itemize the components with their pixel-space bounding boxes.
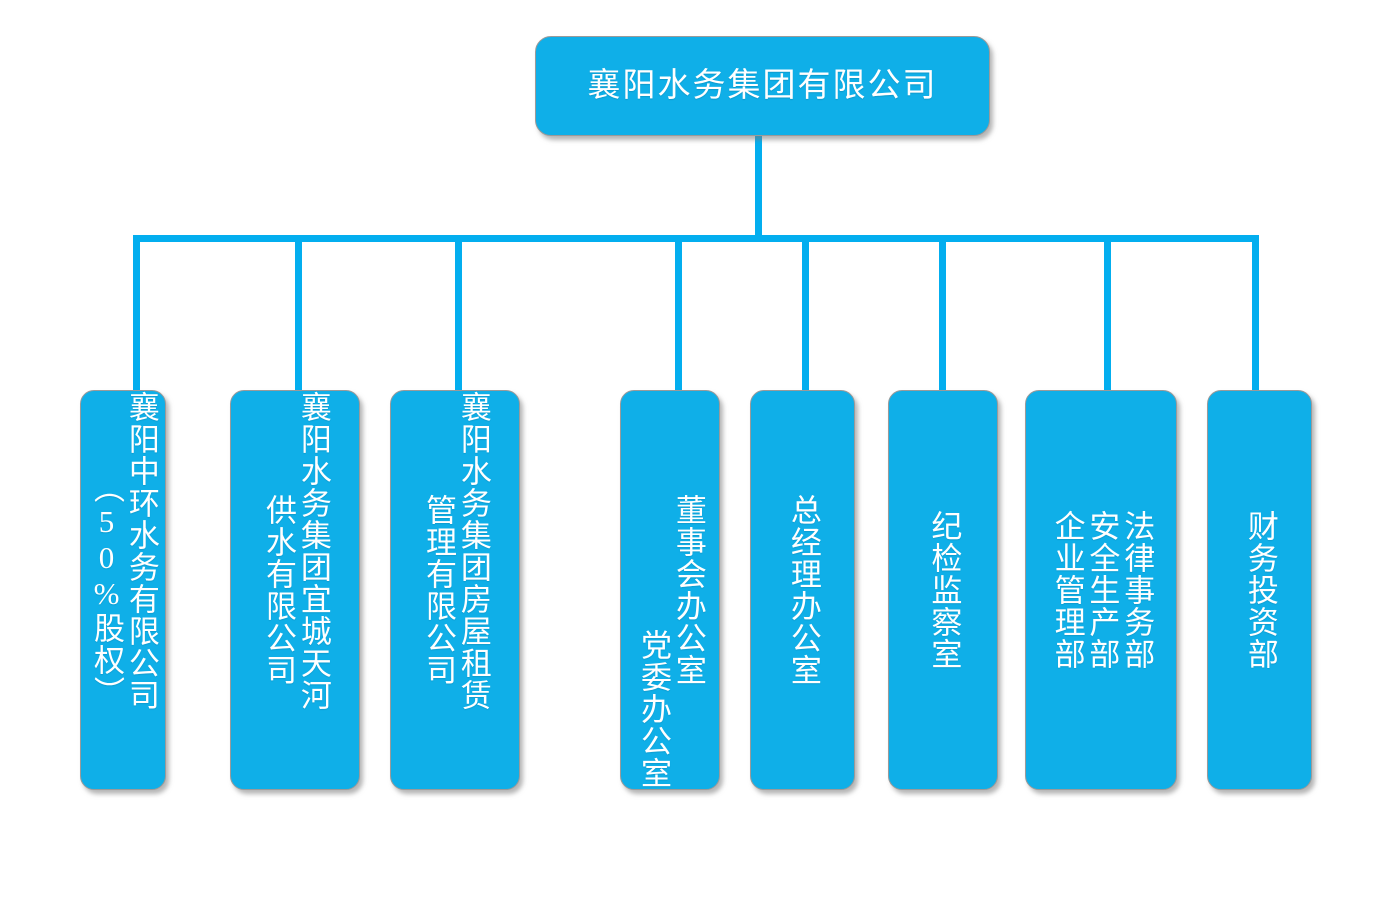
drop-connector-8 (1252, 235, 1259, 391)
drop-connector-5 (802, 235, 809, 391)
org-node-yicheng-tianhe[interactable]: 襄阳水务集团宜城天河 供水有限公司 (230, 390, 360, 790)
drop-connector-2 (295, 235, 302, 391)
org-node-dongshihui-dangwei[interactable]: 董事会办公室 党委办公室 (620, 390, 720, 790)
horizontal-bus-connector (133, 235, 1259, 242)
org-node-label-col: （50%股权） (89, 472, 124, 708)
org-node-label-col: 供水有限公司 (261, 494, 296, 686)
drop-connector-1 (133, 235, 140, 391)
org-node-label-col: 襄阳中环水务有限公司 (123, 391, 159, 711)
org-node-label-col: 襄阳水务集团宜城天河 (295, 391, 331, 711)
org-node-root-label: 襄阳水务集团有限公司 (587, 67, 938, 104)
root-stem-connector (755, 133, 762, 241)
org-node-fangwu-zulin[interactable]: 襄阳水务集团房屋租赁 管理有限公司 (390, 390, 520, 790)
org-node-root[interactable]: 襄阳水务集团有限公司 (535, 36, 990, 136)
org-node-caiwu-touzibu[interactable]: 财务投资部 (1207, 390, 1312, 790)
org-node-falv-anquan-qiye[interactable]: 法律事务部 安全生产部 企业管理部 (1025, 390, 1177, 790)
drop-connector-4 (675, 235, 682, 391)
org-node-label-col: 法律事务部 (1119, 510, 1155, 670)
org-node-label-col: 党委办公室 (636, 629, 671, 789)
org-node-xiangyang-zhonghuan[interactable]: 襄阳中环水务有限公司 （50%股权） (80, 390, 166, 790)
org-node-label-col: 襄阳水务集团房屋租赁 (455, 391, 491, 711)
org-node-label-col: 财务投资部 (1242, 510, 1278, 670)
drop-connector-6 (939, 235, 946, 391)
org-node-label-col: 纪检监察室 (926, 510, 962, 670)
drop-connector-7 (1104, 235, 1111, 391)
org-node-zongjingli-bangongshi[interactable]: 总经理办公室 (750, 390, 855, 790)
org-node-label-col: 董事会办公室 (670, 494, 706, 686)
org-node-label-col: 安全生产部 (1084, 510, 1120, 670)
org-node-label-col: 企业管理部 (1049, 510, 1085, 670)
org-node-label-col: 管理有限公司 (421, 494, 456, 686)
org-node-jijian-jianchashi[interactable]: 纪检监察室 (888, 390, 998, 790)
drop-connector-3 (455, 235, 462, 391)
org-node-label-col: 总经理办公室 (785, 494, 821, 686)
